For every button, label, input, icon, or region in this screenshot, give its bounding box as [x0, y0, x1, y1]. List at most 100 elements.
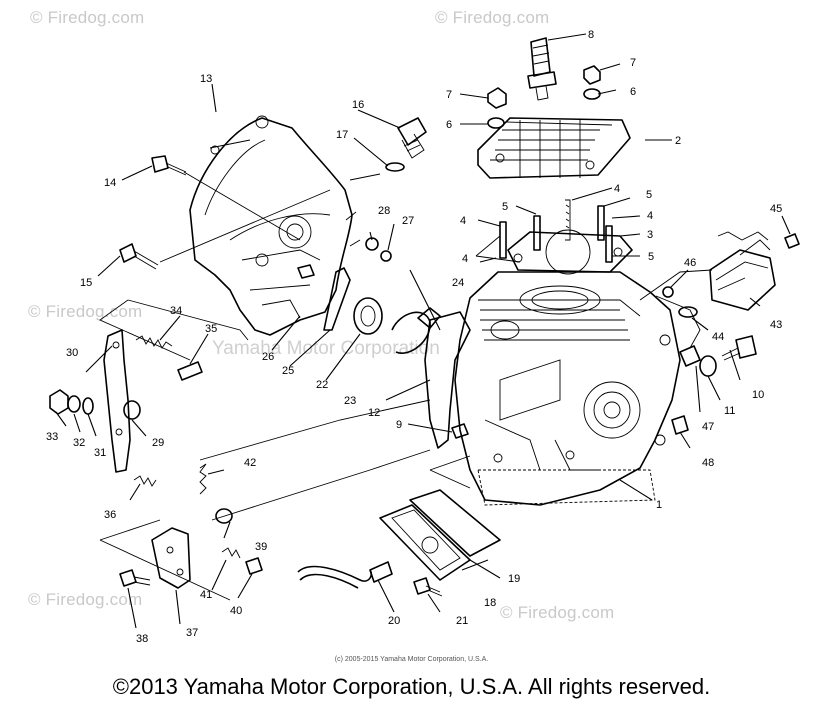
callout-42: 42 — [244, 457, 256, 469]
pin-35-part — [177, 361, 203, 381]
assembly-lines — [99, 139, 713, 601]
callout-32: 32 — [73, 437, 85, 449]
callout-3: 3 — [647, 229, 653, 241]
callout-4-c: 4 — [647, 210, 653, 222]
callout-5-b: 5 — [646, 189, 652, 201]
o-ring-44-part — [678, 306, 698, 318]
cylinder-block-1-part — [454, 271, 681, 506]
watermark-top-center: © Firedog.com — [435, 8, 550, 27]
bolt-14-part — [151, 155, 187, 176]
washer-31-part — [82, 397, 94, 415]
callout-18: 18 — [484, 597, 496, 609]
callout-22: 22 — [316, 379, 328, 391]
callout-5-c: 5 — [648, 251, 654, 263]
dowel-9-part — [451, 423, 469, 439]
spark-plug-8-part — [527, 37, 557, 101]
callout-43: 43 — [770, 319, 782, 331]
washer-6-right-part — [583, 88, 601, 100]
spring-34-part — [135, 335, 173, 349]
nut-7-left-part — [487, 87, 507, 109]
callout-35: 35 — [205, 323, 217, 335]
washer-29-part — [123, 400, 141, 420]
nut-27-part — [380, 250, 392, 262]
callout-4-b: 4 — [460, 215, 466, 227]
oil-seal-22-part — [353, 297, 383, 335]
clip-23-part — [391, 311, 431, 354]
callout-6-b: 6 — [630, 86, 636, 98]
callout-6-a: 6 — [446, 119, 452, 131]
watermark-center: Yamaha Motor Corporation — [212, 338, 440, 359]
callout-20: 20 — [388, 615, 400, 627]
callout-33: 33 — [46, 431, 58, 443]
callout-39: 39 — [255, 541, 267, 553]
breather-gasket-19-part — [409, 489, 501, 557]
callout-1: 1 — [656, 499, 662, 511]
callout-8: 8 — [588, 29, 594, 41]
callout-36: 36 — [104, 509, 116, 521]
plug-47-part — [679, 345, 701, 367]
crankcase-gasket-12-part — [424, 311, 471, 449]
bolt-15-part — [119, 243, 159, 270]
drain-bolt-10-part — [721, 335, 757, 361]
callout-45: 45 — [770, 203, 782, 215]
callout-4-a: 4 — [614, 183, 620, 195]
callout-17: 17 — [336, 129, 348, 141]
washer-11-part — [699, 355, 717, 377]
bracket-25-part — [323, 267, 351, 331]
callout-47: 47 — [702, 421, 714, 433]
callout-7-a: 7 — [446, 89, 452, 101]
nut-33-part — [49, 389, 69, 415]
callout-37: 37 — [186, 627, 198, 639]
callout-34: 34 — [170, 305, 182, 317]
spring-41-part — [221, 547, 241, 559]
callout-25: 25 — [282, 365, 294, 377]
watermark-mid-left: © Firedog.com — [28, 302, 143, 321]
bolt-21-part — [413, 577, 443, 597]
spring-42-part — [199, 463, 207, 495]
watermark-bottom-left: © Firedog.com — [28, 590, 143, 609]
crankcase-cover-part — [189, 115, 353, 336]
watermark-bottom-right: © Firedog.com — [500, 603, 615, 622]
nut-46-part — [662, 286, 674, 298]
seal-26-part — [297, 264, 315, 279]
callout-44: 44 — [712, 331, 724, 343]
callout-30: 30 — [66, 347, 78, 359]
callout-labels: 1 2 3 4 4 4 4 5 5 5 6 6 7 7 8 9 10 11 12… — [46, 29, 782, 645]
callout-28: 28 — [378, 205, 390, 217]
callout-14: 14 — [104, 177, 116, 189]
washer-6-left-part — [487, 117, 505, 129]
callout-4-d: 4 — [462, 253, 468, 265]
nut-7-right-part — [583, 65, 601, 85]
bolt-40-part — [245, 557, 263, 575]
callout-5-a: 5 — [502, 201, 508, 213]
breather-plug-16-part — [397, 117, 427, 159]
callout-31: 31 — [94, 447, 106, 459]
callout-2: 2 — [675, 135, 681, 147]
callout-24: 24 — [452, 277, 464, 289]
callout-27: 27 — [402, 215, 414, 227]
callout-26: 26 — [262, 351, 274, 363]
screw-45-part — [784, 233, 800, 249]
governor-lever-30-part — [103, 329, 131, 473]
oil-switch-43-part — [709, 231, 776, 311]
nut-48-part — [671, 415, 689, 435]
callout-15: 15 — [80, 277, 92, 289]
copyright-notice: ©2013 Yamaha Motor Corporation, U.S.A. A… — [112, 674, 711, 699]
callout-12: 12 — [368, 407, 380, 419]
callout-11: 11 — [724, 405, 735, 417]
washer-39-part — [215, 508, 233, 524]
leader-lines — [55, 33, 791, 629]
bracket-37-part — [151, 527, 191, 589]
credit-line: (c) 2005-2015 Yamaha Motor Corporation, … — [334, 656, 489, 663]
callout-38: 38 — [136, 633, 148, 645]
spring-36-part — [133, 475, 157, 487]
callout-9: 9 — [396, 419, 402, 431]
o-ring-17-part — [385, 162, 405, 172]
callout-40: 40 — [230, 605, 242, 617]
callout-23: 23 — [344, 395, 356, 407]
sensor-24-part — [417, 307, 441, 329]
watermark-top-left: © Firedog.com — [30, 8, 145, 27]
callout-46: 46 — [684, 257, 696, 269]
callout-13: 13 — [200, 73, 212, 85]
